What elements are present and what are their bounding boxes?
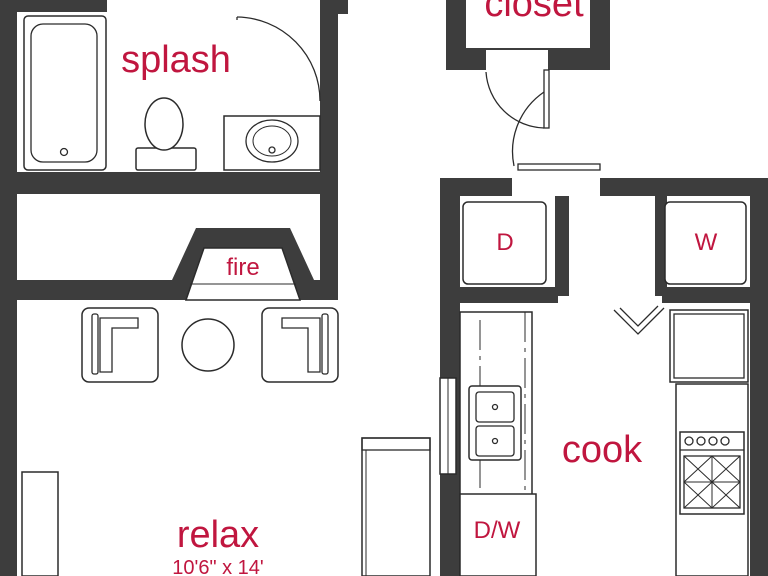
dryer-label: D [496,229,513,256]
relax-label: relax [177,514,259,556]
wall-laundry-closet-divider-right [655,196,667,296]
toilet-bowl [144,97,184,151]
bathroom: splash [23,15,321,171]
sink-basin-top [475,391,515,423]
bookshelf [21,471,59,576]
laundry: D W [462,201,747,285]
wall-kitchen-top [440,178,512,576]
refrigerator-swing [613,307,665,335]
closet-label: closet [484,0,584,25]
kitchen: D/W cook [459,305,749,576]
splash-label: splash [121,39,231,81]
kitchen-sink [468,385,522,461]
wall-bath-bottom [17,172,338,194]
washer-label: W [695,229,718,256]
closet-area: closet [484,0,601,171]
closet-door-swing-left [485,71,545,129]
wall-kitchen-right [750,178,768,576]
dryer [462,201,547,285]
wall-laundry-divider-left [460,287,558,303]
wall-closet [446,0,610,70]
stove-knob [720,436,730,446]
stove-knob [696,436,706,446]
bathtub [23,15,107,171]
dishwasher-label: D/W [474,517,521,544]
toilet-tank [135,147,197,171]
bathtub-drain [59,147,69,157]
armchair-left [81,307,159,383]
living-room: fire relax 10'6" x 14' [21,247,431,576]
sink-drain [268,146,276,154]
sink-basin-bottom [475,425,515,457]
wall-laundry-divider-right [662,287,750,303]
wall-left-outer [0,0,17,576]
wall-top-stub [330,0,348,14]
side-table [181,318,235,372]
armchair-right [261,307,339,383]
cook-label: cook [562,429,643,471]
wall-laundry-closet-divider [555,196,569,296]
bathtub-basin [30,23,98,163]
bathroom-door-swing [236,16,321,102]
wall-fireplace-surround [17,228,338,300]
relax-dimensions: 10'6" x 14' [172,557,263,576]
washer [664,201,747,285]
fire-label: fire [226,254,259,281]
wall-bath-right [320,0,338,300]
bathroom-sink [245,119,299,163]
refrigerator [669,309,749,383]
closet-door-right [517,163,601,171]
bathroom-vanity [223,115,321,171]
fireplace-hearth [184,247,302,301]
closet-door-left [543,69,550,129]
closet-door-swing-right [511,91,545,167]
wall-kitchen-top-right [600,178,768,196]
stove-knob [708,436,718,446]
sofa [361,437,431,576]
stove-knob [684,436,694,446]
wall-bath-top-left [17,0,107,12]
dishwasher [459,493,537,576]
